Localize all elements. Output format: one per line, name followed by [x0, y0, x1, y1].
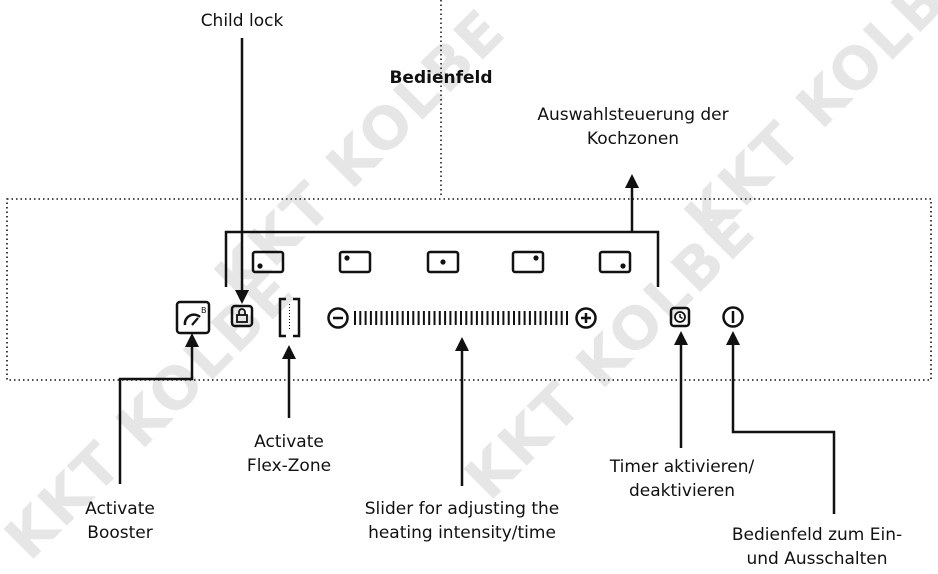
zone-selection-bracket [224, 230, 660, 287]
label-child-lock: Child lock [200, 11, 284, 31]
panel-title: Bedienfeld [389, 68, 493, 88]
label-flex-zone: Activate Flex-Zone [246, 432, 332, 476]
label-booster: Activate Booster [85, 499, 155, 543]
booster-button[interactable] [175, 300, 211, 335]
booster-letter: B [201, 306, 207, 315]
cooking-zone-button-5[interactable] [598, 250, 632, 274]
power-icon[interactable] [722, 306, 744, 328]
timer-icon[interactable] [669, 306, 691, 328]
lock-icon[interactable] [230, 304, 254, 328]
panel-border [6, 198, 932, 381]
label-zone-selection: Auswahlsteuerung der Kochzonen [537, 105, 729, 149]
cooking-zone-button-3[interactable] [426, 250, 460, 274]
slider-track[interactable] [354, 311, 568, 325]
slider-plus-icon[interactable] [575, 307, 597, 329]
flex-zone-button[interactable] [278, 297, 301, 338]
cooking-zone-button-1[interactable] [251, 250, 285, 274]
cooking-zone-button-4[interactable] [511, 250, 545, 274]
slider-minus-icon[interactable] [327, 307, 349, 329]
label-slider: Slider for adjusting the heating intensi… [364, 499, 560, 543]
label-timer: Timer aktivieren/ deaktivieren [609, 457, 755, 501]
label-power: Bedienfeld zum Ein- und Ausschalten [731, 525, 903, 569]
cooking-zone-button-2[interactable] [338, 250, 372, 274]
